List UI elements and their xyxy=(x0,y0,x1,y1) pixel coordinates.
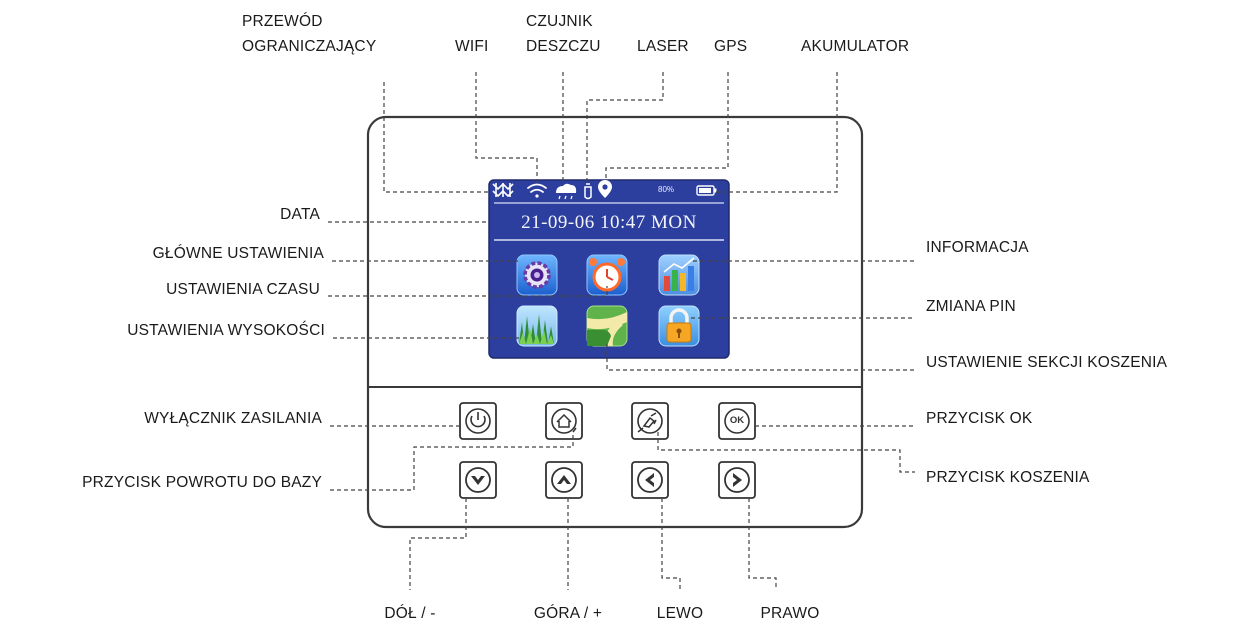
leader-gps xyxy=(605,72,729,180)
label-rain-sensor-1: CZUJNIK xyxy=(526,13,593,30)
mowing-section-icon[interactable] xyxy=(586,305,628,347)
leader-time-settings xyxy=(328,286,608,297)
battery-percent: 80% xyxy=(658,185,675,194)
boundary-wire-icon xyxy=(492,182,514,198)
label-gps: GPS xyxy=(714,38,748,55)
information-icon[interactable] xyxy=(658,254,700,296)
label-battery: AKUMULATOR xyxy=(801,38,910,55)
label-rain-sensor-2: DESZCZU xyxy=(526,38,601,55)
battery-icon xyxy=(696,185,717,196)
label-left: LEWO xyxy=(656,605,704,622)
leader-mow xyxy=(657,432,915,473)
leader-right xyxy=(748,498,777,590)
leader-boundary-wire xyxy=(383,82,492,193)
label-boundary-wire-2: OGRANICZAJĄCY xyxy=(242,38,377,55)
left-button[interactable] xyxy=(631,461,669,499)
leader-return-home xyxy=(330,432,574,491)
leader-down xyxy=(409,498,467,590)
gps-pin-icon xyxy=(598,180,612,198)
leader-laser xyxy=(586,72,664,181)
main-settings-icon[interactable] xyxy=(516,254,558,296)
label-right: PRAWO xyxy=(760,605,820,622)
up-button[interactable] xyxy=(545,461,583,499)
pin-change-icon[interactable] xyxy=(658,305,700,347)
down-button[interactable] xyxy=(459,461,497,499)
ok-button[interactable] xyxy=(718,402,756,440)
label-date: DATA xyxy=(280,206,320,223)
label-mowing-section: USTAWIENIE SEKCJI KOSZENIA xyxy=(926,354,1168,371)
label-pin-change: ZMIANA PIN xyxy=(926,298,1016,315)
label-ok-button: PRZYCISK OK xyxy=(926,410,1033,427)
label-height-settings: USTAWIENIA WYSOKOŚCI xyxy=(127,322,325,339)
ok-button-label: OK xyxy=(729,415,745,426)
leader-wifi xyxy=(475,72,538,183)
rain-sensor-icon xyxy=(556,183,577,200)
label-down: DÓŁ / - xyxy=(384,605,436,622)
laser-icon xyxy=(584,183,592,200)
label-wifi: WIFI xyxy=(455,38,489,55)
screen-datetime: 21-09-06 10:47 MON xyxy=(521,212,697,233)
right-button[interactable] xyxy=(718,461,756,499)
label-return-home: PRZYCISK POWROTU DO BAZY xyxy=(82,474,322,491)
power-button[interactable] xyxy=(459,402,497,440)
label-laser: LASER xyxy=(637,38,689,55)
time-settings-icon[interactable] xyxy=(586,254,628,296)
label-up: GÓRA / + xyxy=(533,605,603,622)
label-information: INFORMACJA xyxy=(926,239,1029,256)
mow-button[interactable] xyxy=(631,402,669,440)
leader-battery xyxy=(716,72,838,193)
label-main-settings: GŁÓWNE USTAWIENIA xyxy=(152,245,324,262)
label-power-switch: WYŁĄCZNIK ZASILANIA xyxy=(144,410,322,427)
wifi-icon xyxy=(527,183,547,198)
height-settings-icon[interactable] xyxy=(516,305,558,347)
label-time-settings: USTAWIENIA CZASU xyxy=(166,281,320,298)
home-button[interactable] xyxy=(545,402,583,440)
label-boundary-wire-1: PRZEWÓD xyxy=(242,13,323,30)
leader-lines xyxy=(328,72,915,590)
label-mow-button: PRZYCISK KOSZENIA xyxy=(926,469,1090,486)
leader-mowing-section xyxy=(606,344,915,371)
